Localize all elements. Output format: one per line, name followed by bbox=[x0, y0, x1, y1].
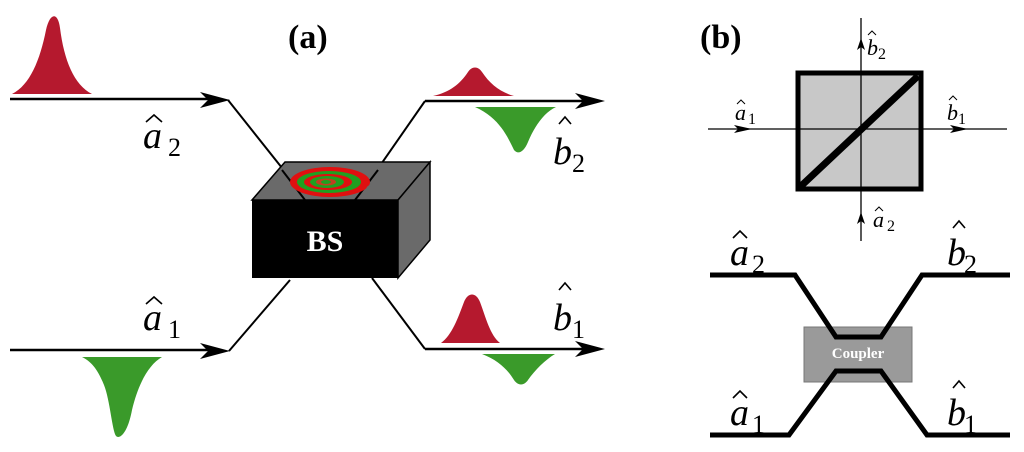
arrow-icon bbox=[857, 212, 865, 224]
coupler-label-b1: b 1 bbox=[947, 379, 977, 439]
hat-icon bbox=[952, 219, 966, 229]
input-a2-beam bbox=[10, 92, 291, 179]
svg-text:a: a bbox=[143, 115, 162, 157]
svg-text:a: a bbox=[735, 100, 746, 125]
coupler-label-a1: a 1 bbox=[730, 389, 765, 439]
label-a2: a 2 bbox=[143, 113, 181, 162]
beam-splitter: BS bbox=[250, 159, 432, 281]
input-a1-beam bbox=[10, 279, 291, 359]
svg-text:1: 1 bbox=[752, 410, 765, 439]
svg-text:1: 1 bbox=[748, 111, 756, 128]
red-pulse-b1 bbox=[441, 294, 500, 343]
cube-label-b2: b 2 bbox=[867, 30, 886, 63]
hat-icon bbox=[558, 281, 572, 291]
svg-text:a: a bbox=[873, 207, 884, 232]
red-pulse-b2 bbox=[433, 67, 514, 96]
svg-text:b: b bbox=[947, 392, 966, 434]
svg-text:b: b bbox=[553, 297, 572, 339]
green-pulse-b2 bbox=[475, 107, 556, 153]
svg-text:a: a bbox=[730, 232, 749, 274]
svg-text:2: 2 bbox=[752, 250, 765, 279]
svg-text:1: 1 bbox=[572, 315, 585, 344]
panel-b-label: (b) bbox=[700, 19, 742, 56]
fiber-coupler: Coupler bbox=[710, 272, 1010, 438]
svg-text:2: 2 bbox=[887, 218, 895, 235]
coupler-label-b2: b 2 bbox=[947, 219, 977, 279]
svg-text:2: 2 bbox=[964, 250, 977, 279]
arrow-icon bbox=[857, 38, 865, 50]
svg-text:b: b bbox=[947, 100, 958, 125]
cube-label-b1: b 1 bbox=[947, 95, 966, 128]
hat-icon bbox=[736, 99, 746, 105]
hat-icon bbox=[558, 115, 572, 125]
svg-text:2: 2 bbox=[168, 133, 181, 162]
cube-beam-splitter bbox=[708, 18, 1007, 241]
svg-text:b: b bbox=[867, 35, 878, 60]
hat-icon bbox=[874, 206, 884, 212]
svg-text:a: a bbox=[143, 297, 162, 339]
svg-text:a: a bbox=[730, 392, 749, 434]
hat-icon bbox=[145, 113, 163, 123]
arrow-icon bbox=[950, 125, 968, 133]
hat-icon bbox=[948, 95, 958, 101]
label-b2: b 2 bbox=[553, 115, 585, 178]
hat-icon bbox=[867, 30, 877, 36]
spiral-icon bbox=[290, 167, 372, 198]
green-pulse-b1 bbox=[482, 354, 555, 385]
cube-label-a2: a 2 bbox=[873, 206, 895, 235]
svg-text:b: b bbox=[947, 232, 966, 274]
hat-icon bbox=[732, 229, 748, 239]
coupler-label: Coupler bbox=[832, 346, 885, 362]
label-a1: a 1 bbox=[143, 295, 181, 344]
bs-label: BS bbox=[307, 225, 344, 258]
hat-icon bbox=[732, 389, 748, 399]
panel-a-label: (a) bbox=[288, 19, 328, 56]
coupler-label-a2: a 2 bbox=[730, 229, 765, 279]
green-pulse-a1 bbox=[82, 357, 162, 437]
red-pulse-a2 bbox=[12, 16, 92, 94]
bs-front-face bbox=[252, 200, 398, 278]
cube-label-a1: a 1 bbox=[735, 99, 756, 128]
svg-text:2: 2 bbox=[572, 149, 585, 178]
svg-text:1: 1 bbox=[958, 111, 966, 128]
label-b1: b 1 bbox=[553, 281, 585, 344]
output-b1-beam bbox=[371, 277, 605, 357]
arrow-icon bbox=[734, 125, 752, 133]
svg-text:2: 2 bbox=[878, 46, 886, 63]
svg-text:b: b bbox=[553, 131, 572, 173]
svg-text:1: 1 bbox=[168, 315, 181, 344]
hat-icon bbox=[952, 379, 966, 389]
svg-text:1: 1 bbox=[964, 410, 977, 439]
hat-icon bbox=[145, 295, 163, 305]
